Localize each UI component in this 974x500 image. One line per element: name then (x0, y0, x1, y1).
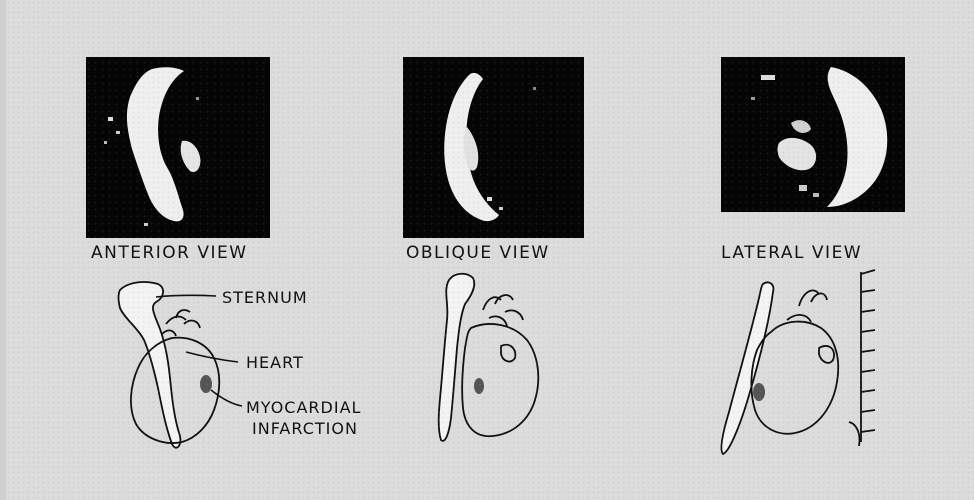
oblique-heart-drawing (431, 268, 561, 450)
heart-label: HEART (246, 352, 304, 373)
lateral-heart-drawing (711, 262, 886, 457)
sternum-label: STERNUM (222, 287, 308, 308)
myocardial-infarction-label-line1: MYOCARDIAL (246, 397, 361, 418)
myocardial-infarction-label-line2: INFARCTION (252, 418, 358, 439)
